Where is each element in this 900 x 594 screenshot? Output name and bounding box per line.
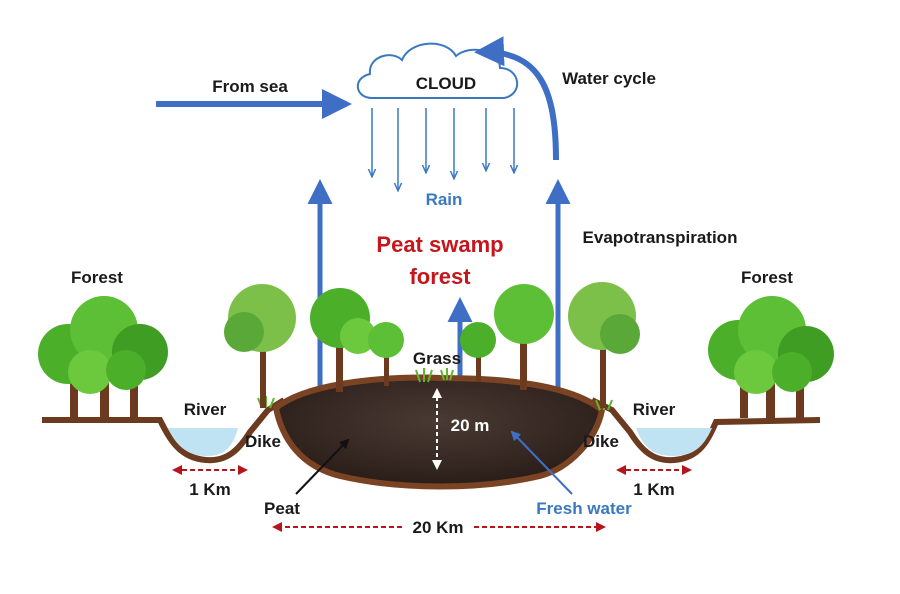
forest-right-label: Forest	[741, 268, 793, 287]
dist-right-label: 1 Km	[633, 480, 675, 499]
grass-label: Grass	[413, 349, 461, 368]
river-left-label: River	[184, 400, 227, 419]
dist-left-label: 1 Km	[189, 480, 231, 499]
forest-left-trees	[38, 296, 168, 418]
dike-right-label: Dike	[583, 432, 619, 451]
forest-right-trees	[708, 296, 834, 418]
title-line1: Peat swamp	[376, 232, 503, 257]
width-label: 20 Km	[412, 518, 463, 537]
fresh-water-label: Fresh water	[536, 499, 632, 518]
evapotranspiration-label: Evapotranspiration	[583, 228, 738, 247]
from-sea-label: From sea	[212, 77, 288, 96]
fresh-water-pointer	[510, 430, 573, 495]
ground-profile	[42, 397, 821, 464]
river-right-label: River	[633, 400, 676, 419]
water-cycle-label: Water cycle	[562, 69, 656, 88]
cloud-label: CLOUD	[416, 74, 476, 93]
depth-label: 20 m	[451, 416, 490, 435]
forest-left-label: Forest	[71, 268, 123, 287]
water-cycle-arrow	[474, 36, 559, 161]
title-line2: forest	[409, 264, 471, 289]
rain-label: Rain	[426, 190, 463, 209]
rain-lines	[372, 108, 514, 190]
peat-pointer	[295, 438, 350, 495]
peat-label: Peat	[264, 499, 300, 518]
dike-left-label: Dike	[245, 432, 281, 451]
peat-dome	[272, 374, 606, 490]
swamp-trees	[224, 282, 640, 408]
